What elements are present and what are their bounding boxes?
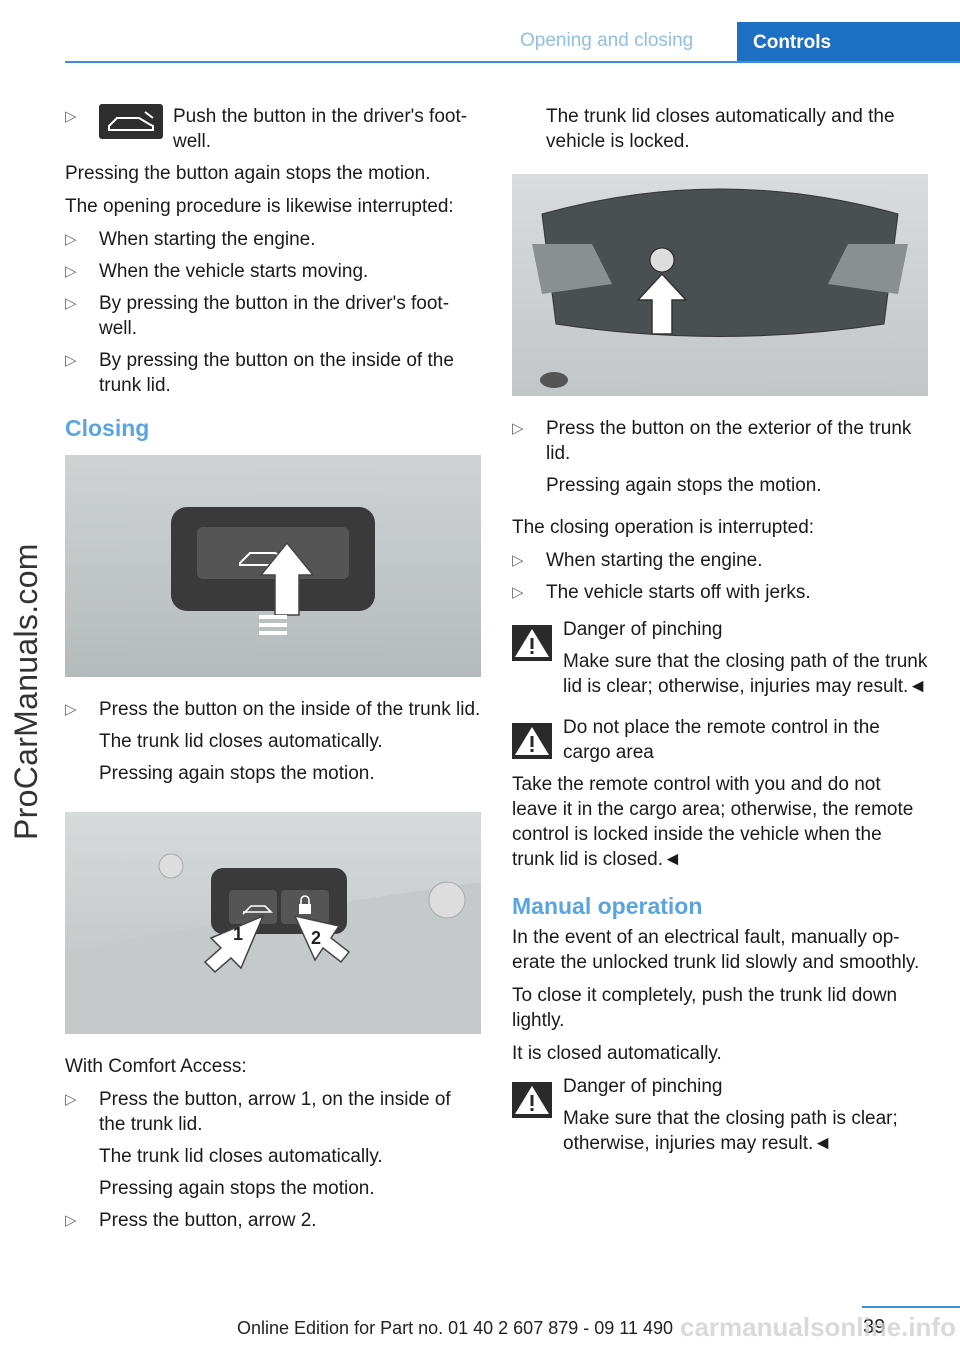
page-number: 39 (863, 1316, 886, 1338)
list-item-text: When the vehicle starts moving. (99, 261, 369, 282)
triangle-bullet-icon: ▷ (512, 420, 524, 437)
warning-body-text: Make sure that the closing path of the t… (563, 651, 928, 697)
list-item: ▷ When the vehicle starts moving. (65, 259, 481, 284)
warning-body: Make sure that the closing path of the t… (512, 649, 928, 699)
list-item: ▷ By pressing the button on the inside of… (65, 348, 481, 398)
triangle-bullet-icon: ▷ (65, 108, 77, 125)
paragraph: The opening procedure is likewise interr… (65, 196, 454, 217)
triangle-bullet-icon: ▷ (65, 352, 77, 369)
warning-title: Danger of pinching (563, 1076, 723, 1097)
triangle-bullet-icon: ▷ (65, 263, 77, 280)
triangle-bullet-icon: ▷ (65, 1212, 77, 1229)
list-item: ▷ The vehicle starts off with jerks. (512, 580, 928, 605)
section-heading-manual-operation: Manual operation (512, 893, 703, 919)
paragraph: With Comfort Access: (65, 1056, 247, 1077)
arrow-2-label: 2 (311, 928, 321, 948)
list-subtext: The trunk lid closes automatically. (99, 1146, 383, 1167)
warning-block: Danger of pinching Make sure that the cl… (512, 617, 928, 699)
footer-rule (862, 1306, 960, 1308)
comfort-access-buttons-figure: 1 2 (65, 812, 481, 1034)
list-item: ▷ Press the button on the inside of the t… (65, 697, 481, 722)
list-item: ▷ Push the button in the driver's foot-w… (65, 104, 481, 154)
list-item-text: Push the button in the driver's foot-wel… (173, 106, 468, 152)
header-section-title: Opening and closing (520, 30, 694, 51)
warning-title: Do not place the remote control in the c… (563, 717, 880, 763)
triangle-bullet-icon: ▷ (65, 1091, 77, 1108)
site-watermark: carmanualsonline.info (680, 1312, 956, 1342)
paragraph: Pressing the button again stops the moti… (65, 163, 431, 184)
header-rule (65, 61, 960, 63)
paragraph: The closing operation is interrupted: (512, 517, 815, 538)
section-heading-closing: Closing (65, 415, 150, 441)
warning-body: Make sure that the closing path is clear… (512, 1106, 928, 1156)
warning-body: Take the remote control with you and do … (512, 774, 914, 870)
list-item-text: When starting the engine. (99, 229, 316, 250)
warning-icon (512, 723, 552, 759)
trunk-button-icon (99, 104, 163, 139)
warning-body-text: Make sure that the closing path is clear… (563, 1108, 898, 1154)
triangle-bullet-icon: ▷ (512, 552, 524, 569)
list-item: ▷ Press the button on the exterior of the… (512, 416, 928, 466)
list-item: ▷ Press the button, arrow 1, on the insid… (65, 1087, 481, 1137)
triangle-bullet-icon: ▷ (65, 231, 77, 248)
warning-icon (512, 1082, 552, 1118)
triangle-bullet-icon: ▷ (65, 701, 77, 718)
header-chapter-tab: Controls (737, 22, 960, 62)
warning-icon (512, 625, 552, 661)
list-item-text: When starting the engine. (546, 550, 763, 571)
list-item: ▷ By pressing the button in the driver's … (65, 291, 481, 341)
paragraph: The trunk lid closes automatically and t… (546, 106, 895, 152)
list-item-text: Press the button on the exterior of the … (546, 418, 912, 464)
list-item: ▷ Press the button, arrow 2. (65, 1208, 481, 1233)
trunk-exterior-figure (512, 174, 928, 396)
list-item: ▷ When starting the engine. (512, 548, 928, 573)
triangle-bullet-icon: ▷ (65, 295, 77, 312)
list-item-text: The vehicle starts off with jerks. (546, 582, 811, 603)
warning-title: Danger of pinching (563, 619, 723, 640)
list-item: ▷ When starting the engine. (65, 227, 481, 252)
arrow-1-label: 1 (233, 924, 243, 944)
list-subtext: Pressing again stops the motion. (99, 1178, 375, 1199)
list-subtext: Pressing again stops the motion. (546, 475, 822, 496)
paragraph: To close it completely, push the trunk l… (512, 985, 898, 1031)
list-item-text: Press the button, arrow 1, on the inside… (99, 1089, 451, 1135)
list-item-text: Press the button, arrow 2. (99, 1210, 317, 1231)
left-column: ▷ Push the button in the driver's foot-w… (65, 104, 481, 1240)
list-item-text: By pressing the button on the inside of … (99, 350, 454, 396)
list-subtext: The trunk lid closes automatically. (99, 731, 383, 752)
paragraph: In the event of an electrical fault, man… (512, 927, 920, 973)
list-subtext: Pressing again stops the motion. (99, 763, 375, 784)
warning-block: Danger of pinching Make sure that the cl… (512, 1074, 928, 1156)
paragraph: It is closed automatically. (512, 1043, 722, 1064)
list-item-text: Press the button on the inside of the tr… (99, 699, 481, 720)
right-column: The trunk lid closes automatically and t… (512, 104, 928, 1164)
triangle-bullet-icon: ▷ (512, 584, 524, 601)
side-watermark: ProCarManuals.com (8, 543, 44, 840)
list-item-text: By pressing the button in the driver's f… (99, 293, 450, 339)
interior-button-figure (65, 455, 481, 677)
warning-block: Do not place the remote control in the c… (512, 715, 928, 872)
footer-edition-text: Online Edition for Part no. 01 40 2 607 … (237, 1318, 673, 1338)
